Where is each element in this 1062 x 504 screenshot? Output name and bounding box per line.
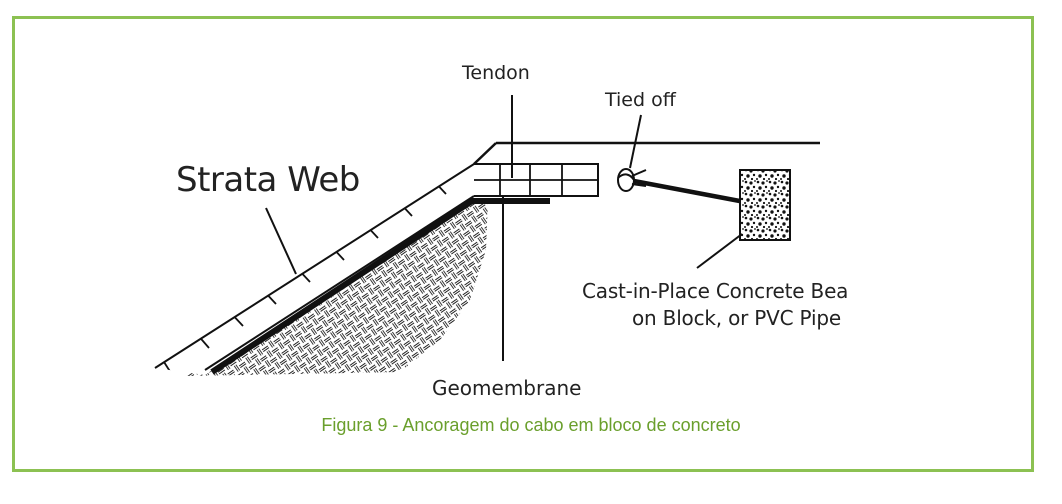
- figure-caption: Figura 9 - Ancoragem do cabo em bloco de…: [321, 415, 741, 435]
- tied-off-leader: [629, 114, 642, 169]
- concrete-label-line2: on Block, or PVC Pipe: [632, 306, 841, 330]
- slope-surface-line: [473, 142, 497, 165]
- concrete-leader: [696, 233, 743, 269]
- tied-off-label: Tied off: [605, 89, 676, 111]
- strata-web-top-edge: [154, 163, 599, 369]
- tendon-label: Tendon: [462, 62, 530, 84]
- anchor-cable: [633, 178, 746, 205]
- tied-off-knot: [617, 168, 647, 192]
- geomembrane-label: Geomembrane: [432, 376, 582, 400]
- concrete-block: [739, 169, 791, 241]
- geomembrane-line: [210, 198, 550, 375]
- strata-web-bottom-edge: [204, 195, 475, 371]
- strata-web-label: Strata Web: [176, 160, 360, 200]
- figure-frame: [12, 16, 1034, 472]
- concrete-label-line1: Cast-in-Place Concrete Bea: [582, 279, 849, 303]
- strata-web-leader: [265, 207, 297, 275]
